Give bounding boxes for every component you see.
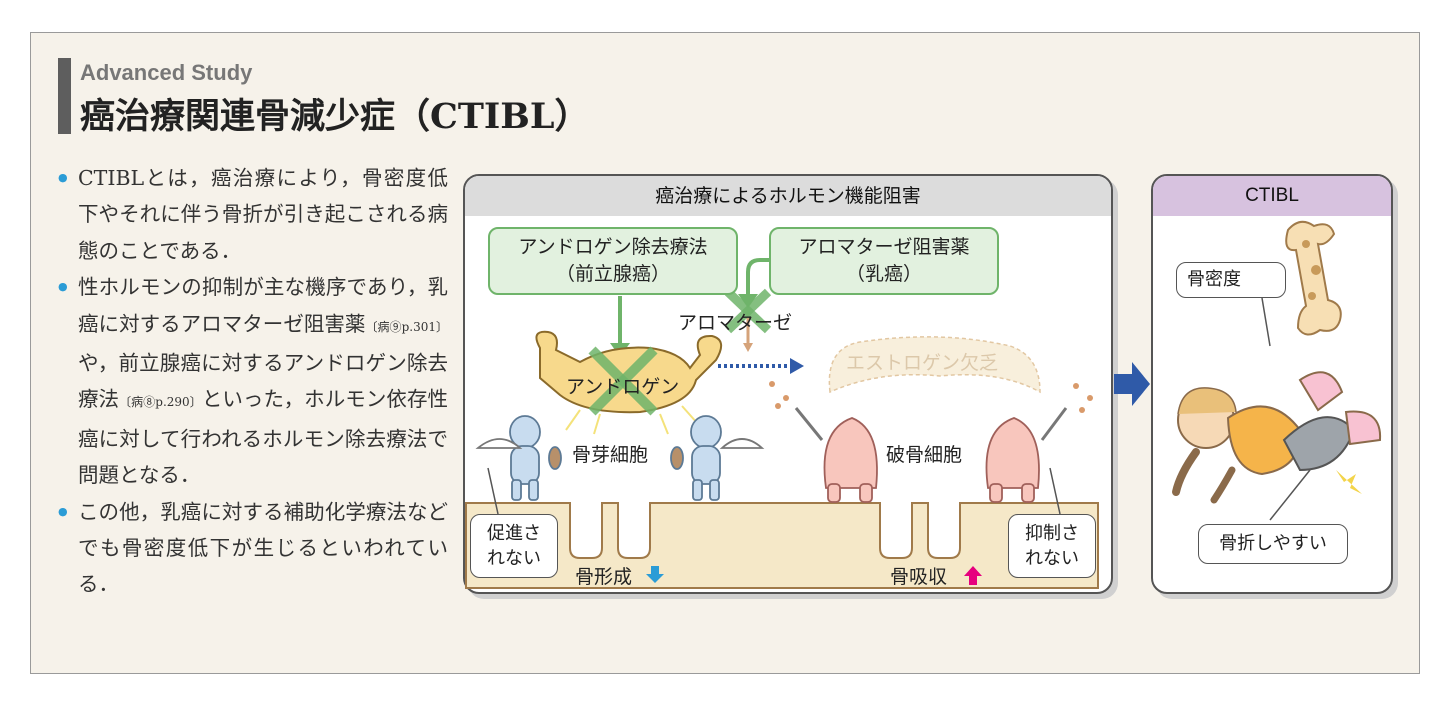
callout-text: 抑制さ — [1025, 523, 1079, 544]
not-promoted-callout: 促進さ れない — [470, 514, 558, 578]
bullet-text: CTIBLとは，癌治療により，骨密度低下やそれに伴う骨折が引き起こされる病態のこ… — [78, 166, 448, 263]
callout-text: 促進さ — [487, 523, 541, 544]
fracture-prone-callout: 骨折しやすい — [1198, 524, 1348, 564]
section-subtitle: Advanced Study — [80, 60, 253, 85]
block-x — [588, 346, 658, 416]
bone-formation-label: 骨形成 — [575, 566, 633, 588]
estrogen-deficiency-label: エストロゲン欠乏 — [846, 352, 999, 374]
falling-person — [1172, 371, 1382, 504]
osteoblast-label: 骨芽細胞 — [572, 444, 649, 466]
androgen-label: アンドロゲン — [566, 376, 680, 398]
bone-resorption-label: 骨吸収 — [890, 566, 948, 588]
therapy-arrow-head — [738, 294, 758, 308]
bone-resorption-up-arrow — [964, 566, 982, 585]
androgen-deprivation-therapy-box: アンドロゲン除去療法 （前立腺癌） — [488, 227, 738, 295]
conversion-dotted-arrow-head — [790, 358, 804, 374]
callout-text: 骨折しやすい — [1219, 533, 1327, 554]
bullet-item: この他，乳癌に対する補助化学療法などでも骨密度低下が生じるといわれている． — [56, 494, 448, 603]
therapy-arrow — [746, 258, 778, 296]
callout-pointer — [1049, 467, 1061, 515]
osteoblast-right — [670, 415, 765, 501]
not-inhibited-callout: 抑制さ れない — [1008, 514, 1096, 578]
osteoclast-right — [985, 407, 1068, 503]
result-arrow — [1114, 362, 1150, 406]
bone-density-callout: 骨密度 — [1176, 262, 1286, 298]
osteoclast-label: 破骨細胞 — [886, 444, 963, 466]
bullet-text: 性ホルモンの抑制が主な機序であり，乳癌に対するアロマターゼ阻害薬 — [78, 275, 448, 336]
block-x — [724, 288, 772, 334]
mechanism-panel-header: 癌治療によるホルモン機能阻害 — [465, 176, 1111, 216]
bullet-text: この他，乳癌に対する補助化学療法などでも骨密度低下が生じるといわれている． — [78, 499, 448, 597]
bone-fragments — [769, 381, 1093, 413]
bullet-item: 性ホルモンの抑制が主な機序であり，乳癌に対するアロマターゼ阻害薬〔病⑨p.301… — [56, 269, 448, 493]
therapy-target: （乳癌） — [845, 263, 922, 285]
aromatase-inhibitor-box: アロマターゼ阻害薬 （乳癌） — [769, 227, 999, 295]
callout-text: れない — [487, 548, 541, 569]
bone-surface — [465, 502, 1099, 589]
weakened-bone — [1285, 220, 1342, 336]
reference-note: 〔病⑧p.290〕 — [119, 395, 202, 410]
bullet-text: や，前立腺癌に対するアンドロゲン除去療法 — [78, 351, 448, 412]
conversion-arrow-head — [743, 343, 753, 352]
therapy-name: アンドロゲン除去療法 — [518, 236, 708, 258]
bone-formation-down-arrow — [646, 566, 664, 583]
ctibl-panel-header: CTIBL — [1153, 176, 1391, 216]
osteoblast-left — [475, 415, 562, 501]
callout-text: 骨密度 — [1187, 269, 1241, 290]
callout-text: れない — [1025, 548, 1079, 569]
reference-note: 〔病⑨p.301〕 — [365, 319, 449, 334]
bullet-text: といった，ホルモン依存性癌に対して行われるホルモン除去療法で問題となる． — [78, 387, 449, 488]
aromatase-label: アロマターゼ — [678, 312, 793, 334]
callout-pointer — [1261, 297, 1271, 347]
therapy-target: （前立腺癌） — [555, 263, 670, 285]
callout-pointer — [1269, 469, 1311, 521]
page-title: 癌治療関連骨減少症（CTIBL） — [80, 96, 590, 137]
therapy-name: アロマターゼ阻害薬 — [798, 236, 970, 258]
title-accent-bar — [58, 58, 71, 134]
bullet-item: CTIBLとは，癌治療により，骨密度低下やそれに伴う骨折が引き起こされる病態のこ… — [56, 160, 448, 269]
bullet-list: CTIBLとは，癌治療により，骨密度低下やそれに伴う骨折が引き起こされる病態のこ… — [56, 160, 448, 603]
osteoclast-left — [794, 407, 878, 503]
estrogen-cloud — [828, 336, 1041, 394]
callout-pointer — [487, 467, 499, 515]
